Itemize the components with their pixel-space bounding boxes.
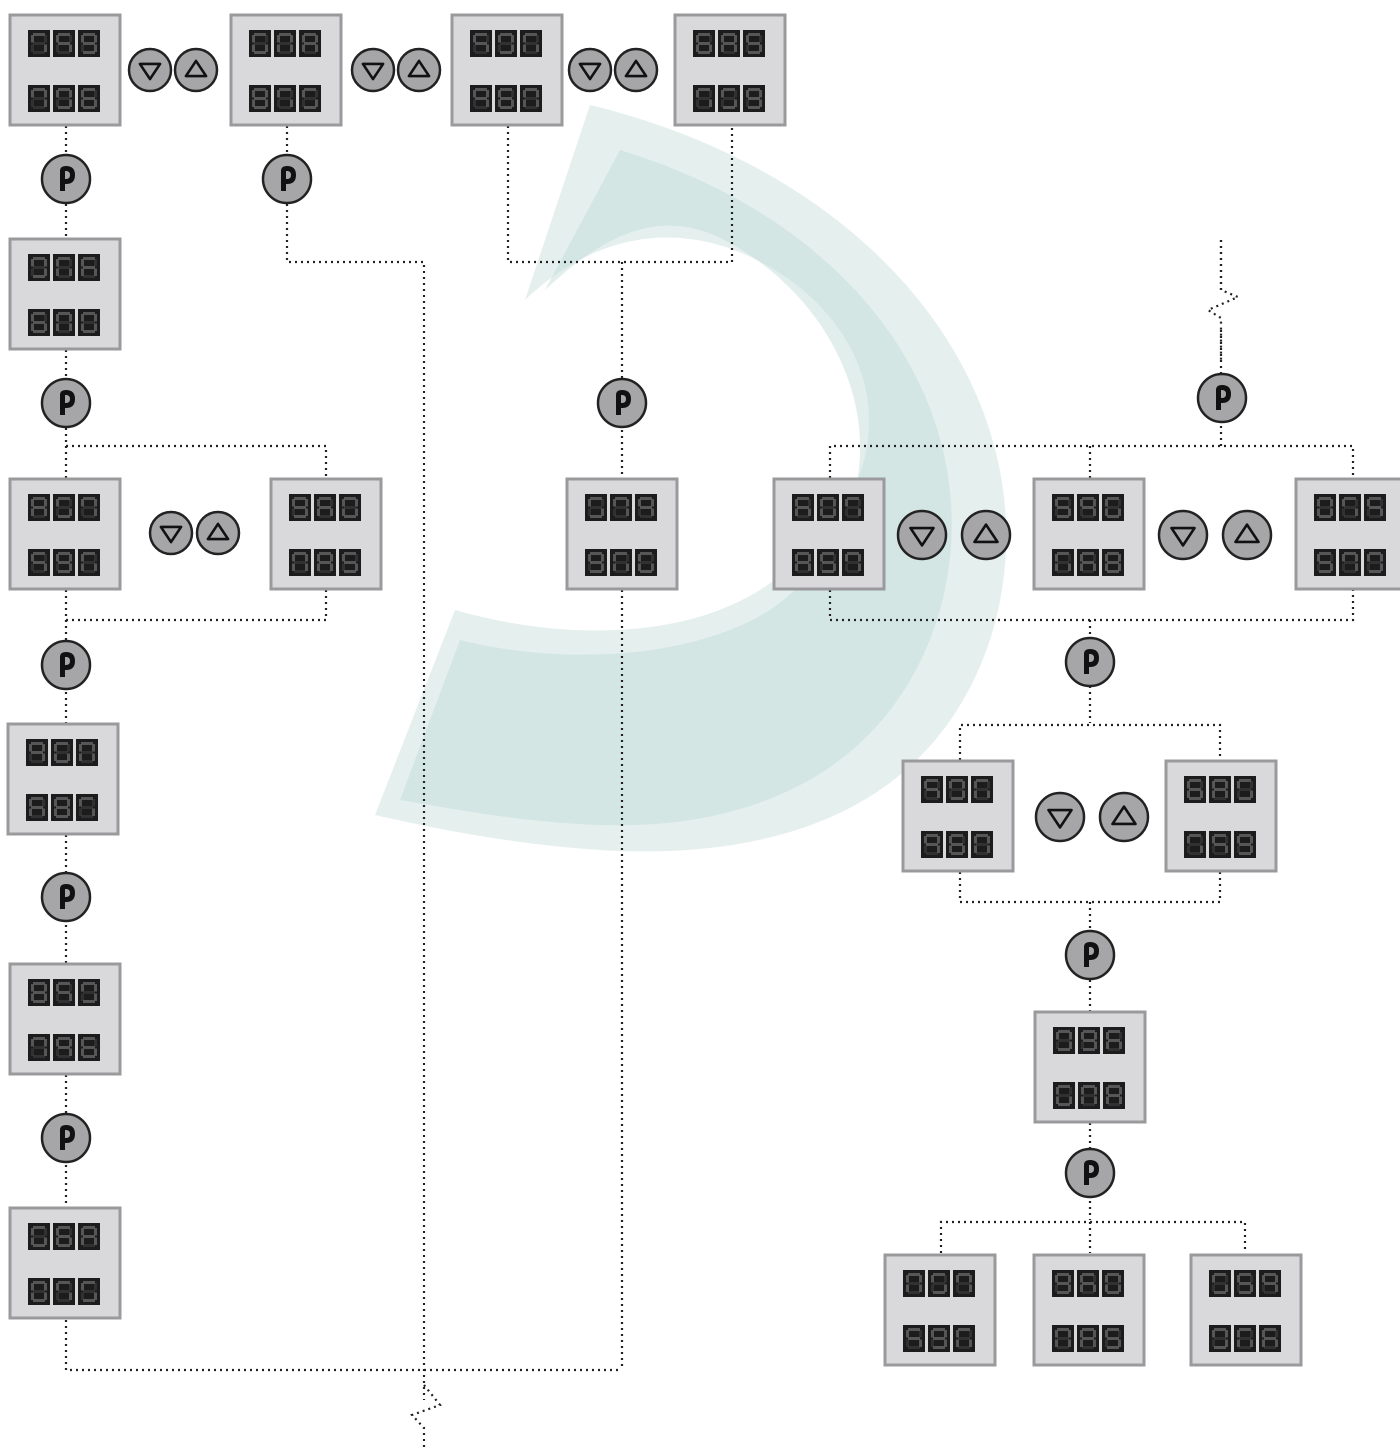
display-panel [229,13,343,127]
display-panels [6,13,1400,1367]
display-panel [1033,1010,1147,1124]
display-bottom-row [1052,549,1124,576]
display-panel [901,759,1015,873]
p-button-icon[interactable] [1064,636,1116,688]
display-top-row [249,30,321,57]
display-panel [1032,477,1146,591]
display-panel [1032,1253,1146,1367]
p-button-icon[interactable] [1196,372,1248,424]
down-arrow-icon[interactable] [896,509,948,561]
display-panel [8,237,122,351]
up-arrow-icon[interactable] [396,47,442,93]
down-arrow-icon[interactable] [127,47,173,93]
display-top-row [289,494,361,521]
display-bottom-row [26,794,98,821]
navigation-buttons [40,47,1273,1199]
display-bottom-row [585,549,657,576]
display-top-row [26,739,98,766]
display-bottom-row [1052,1325,1124,1352]
display-panel [8,477,122,591]
display-panel [8,1206,122,1320]
display-bottom-row [1209,1325,1281,1352]
connector-line [828,444,1355,478]
display-panel [8,962,122,1076]
display-top-row [792,494,864,521]
display-panel [8,13,122,127]
display-bottom-row [1314,549,1386,576]
up-arrow-icon[interactable] [173,47,219,93]
display-panel [1294,477,1400,591]
display-top-row [1052,494,1124,521]
display-top-row [28,979,100,1006]
connector-line [66,444,328,478]
display-top-row [28,254,100,281]
down-arrow-icon[interactable] [1157,509,1209,561]
display-bottom-row [249,85,321,112]
p-button-icon[interactable] [40,1112,92,1164]
display-bottom-row [470,85,542,112]
display-top-row [1053,1027,1125,1054]
display-bottom-row [1184,831,1256,858]
zigzag-break-icon [1205,240,1241,360]
up-arrow-icon[interactable] [960,509,1012,561]
display-top-row [1052,1270,1124,1297]
display-bottom-row [1053,1082,1125,1109]
display-top-row [921,776,993,803]
p-button-icon[interactable] [40,639,92,691]
display-panel [673,13,787,127]
display-bottom-row [921,831,993,858]
display-bottom-row [792,549,864,576]
display-top-row [28,1223,100,1250]
display-top-row [693,30,765,57]
p-button-icon[interactable] [1064,1147,1116,1199]
display-bottom-row [28,85,100,112]
up-arrow-icon[interactable] [1221,509,1273,561]
display-top-row [28,494,100,521]
display-panel [6,722,120,836]
connector-line [958,723,1222,760]
display-bottom-row [289,549,361,576]
display-bottom-row [903,1325,975,1352]
connector-line [64,1320,622,1372]
display-top-row [1184,776,1256,803]
p-button-icon[interactable] [40,153,92,205]
p-button-icon[interactable] [40,871,92,923]
p-button-icon[interactable] [596,377,648,429]
p-button-icon[interactable] [1064,929,1116,981]
display-panel [565,477,679,591]
display-panel [269,477,383,591]
down-arrow-icon[interactable] [1034,791,1086,843]
display-panel [450,13,564,127]
watermark-swoosh [375,105,1007,852]
display-top-row [470,30,542,57]
display-panel [883,1253,997,1367]
display-top-row [28,30,100,57]
down-arrow-icon[interactable] [148,510,194,556]
connector-line [958,872,1222,904]
display-panel [772,477,886,591]
display-bottom-row [28,1278,100,1305]
up-arrow-icon[interactable] [613,47,659,93]
connector-line [939,1220,1247,1253]
down-arrow-icon[interactable] [350,47,396,93]
display-top-row [585,494,657,521]
display-top-row [1209,1270,1281,1297]
display-top-row [1314,494,1386,521]
zigzag-break-icon [410,1384,442,1448]
p-button-icon[interactable] [40,377,92,429]
connector-line [506,126,734,264]
display-top-row [903,1270,975,1297]
down-arrow-icon[interactable] [567,47,613,93]
up-arrow-icon[interactable] [1098,791,1150,843]
display-panel [1189,1253,1303,1367]
display-bottom-row [693,85,765,112]
connector-line [66,590,328,622]
display-bottom-row [28,549,100,576]
p-button-icon[interactable] [261,153,313,205]
up-arrow-icon[interactable] [195,510,241,556]
display-panel [1164,759,1278,873]
display-bottom-row [28,1034,100,1061]
display-bottom-row [28,309,100,336]
